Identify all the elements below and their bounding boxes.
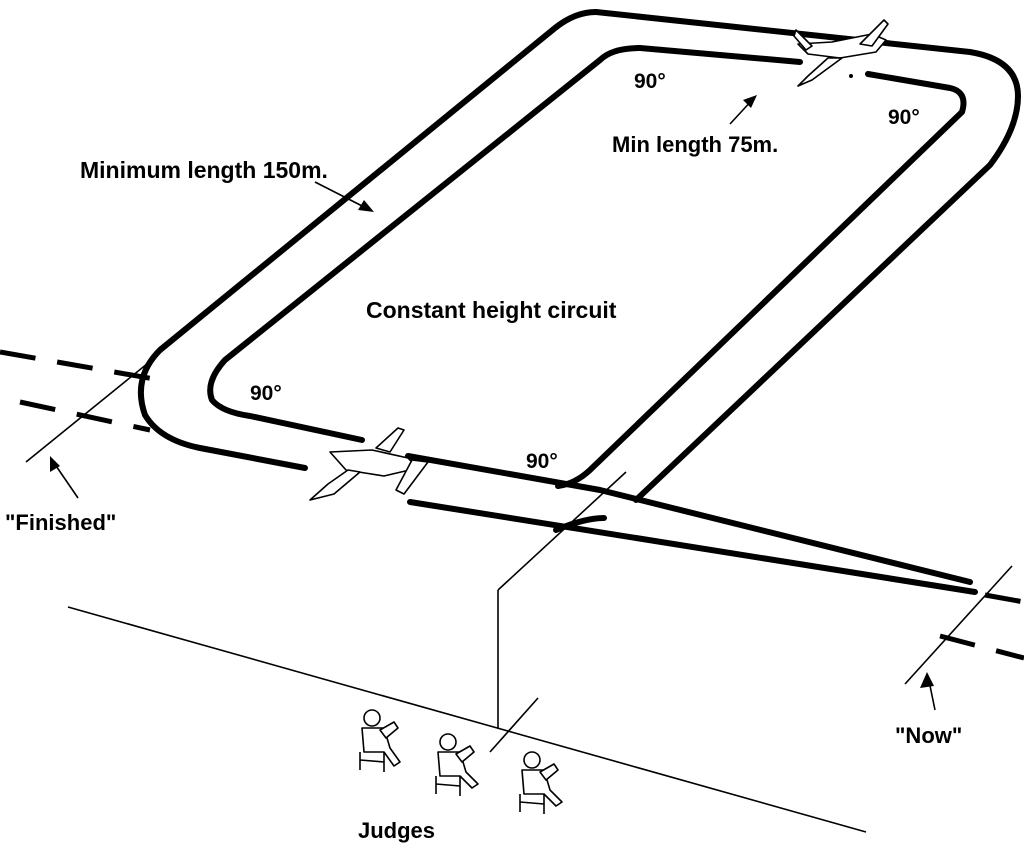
outer-circuit-path bbox=[593, 9, 1021, 503]
now-marker-line bbox=[904, 565, 1013, 685]
finished-marker-line bbox=[25, 354, 159, 463]
outer-circuit-bottom-leg bbox=[407, 499, 978, 595]
angle-top-right-label: 90° bbox=[888, 106, 920, 129]
judge-icon-3 bbox=[519, 751, 563, 814]
angle-bottom-right-label: 90° bbox=[526, 450, 558, 473]
ground-edge-line bbox=[67, 606, 867, 833]
inner-circuit-path bbox=[207, 45, 643, 443]
min-length-label: Min length 75m. bbox=[612, 132, 778, 157]
runway-dash-lower-left bbox=[19, 399, 151, 433]
sight-line-diagonal bbox=[497, 471, 627, 591]
minimum-length-arrow bbox=[314, 181, 374, 212]
runway-dash-upper-right bbox=[984, 592, 1024, 605]
circuit-label: Constant height circuit bbox=[366, 297, 617, 323]
now-label: "Now" bbox=[895, 723, 962, 748]
judge-icon-1 bbox=[359, 709, 401, 772]
judge-sight-tick bbox=[489, 697, 539, 753]
minimum-length-label: Minimum length 150m. bbox=[80, 157, 328, 183]
angle-bottom-left-label: 90° bbox=[250, 382, 282, 405]
min-length-arrow bbox=[729, 95, 757, 125]
now-arrow bbox=[920, 672, 936, 711]
outer-circuit-left-leg bbox=[137, 9, 599, 471]
inner-circuit-bottom-leg bbox=[405, 453, 973, 585]
finished-label: "Finished" bbox=[5, 510, 116, 535]
runway-dash-upper-left bbox=[0, 349, 161, 383]
aircraft-bottom-icon bbox=[309, 427, 429, 501]
judge-icon-2 bbox=[435, 733, 479, 796]
approach-arc bbox=[553, 515, 607, 533]
angle-top-left-label: 90° bbox=[634, 70, 666, 93]
runway-dash-lower-right bbox=[939, 633, 1024, 661]
finished-arrow bbox=[50, 456, 79, 499]
aircraft-top-icon bbox=[793, 19, 889, 87]
judges-label: Judges bbox=[358, 818, 435, 843]
